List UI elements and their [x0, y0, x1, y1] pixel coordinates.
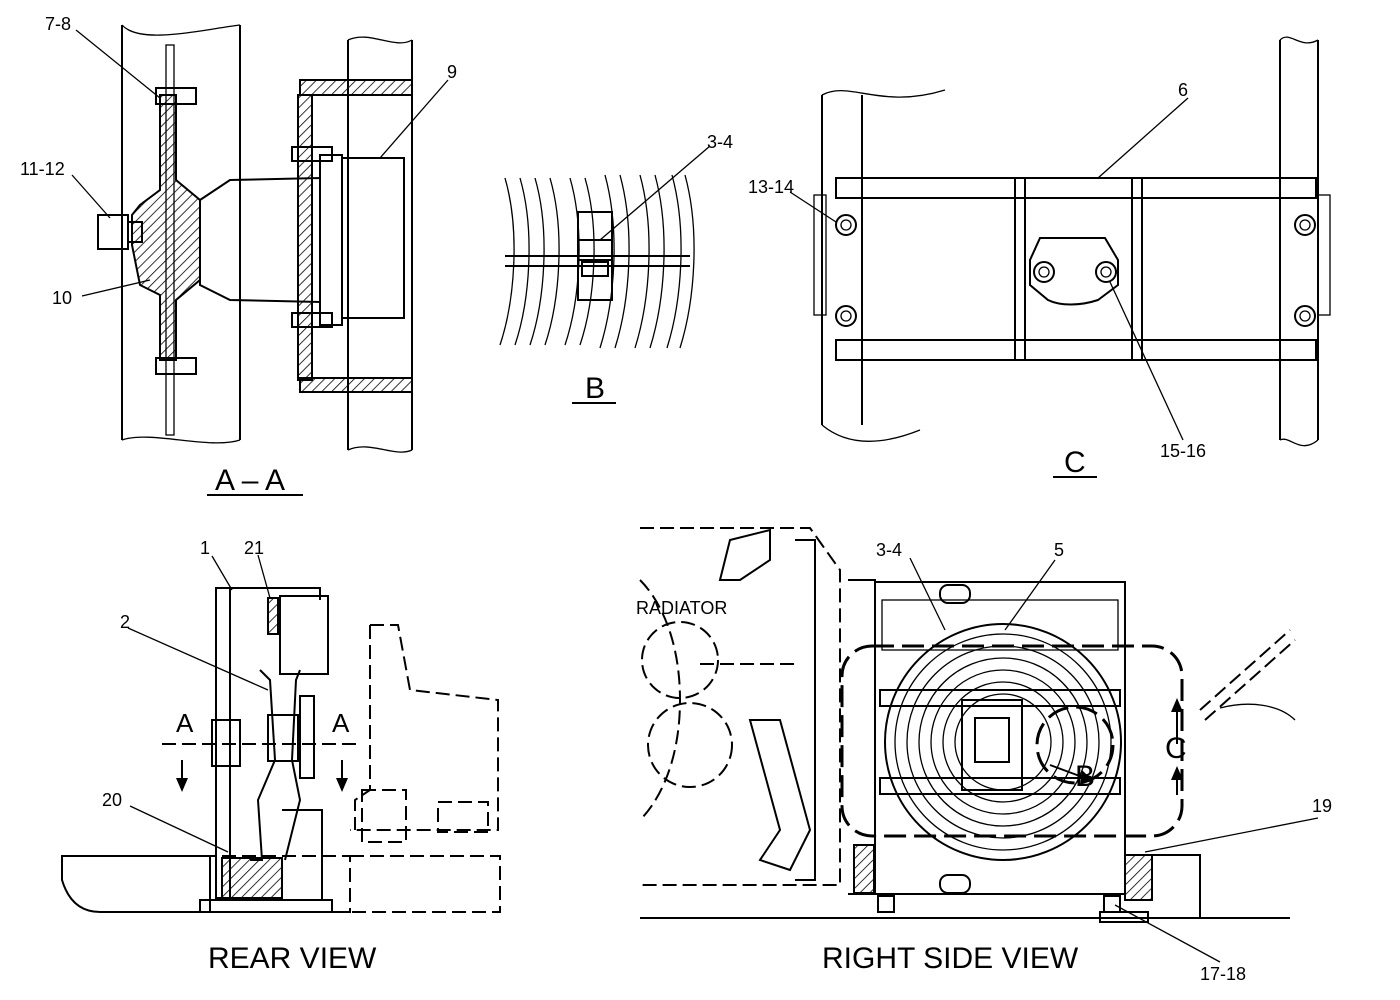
callout-side-19: 19: [1312, 796, 1332, 816]
callout-rear-20: 20: [102, 790, 122, 810]
section-b-label: B: [585, 372, 605, 405]
callout-side-3-4: 3-4: [876, 540, 902, 560]
section-arrow-a-right: A: [332, 708, 350, 738]
callout-11-12: 11-12: [20, 159, 65, 179]
detail-b-marker: B: [1075, 760, 1095, 793]
detail-c-marker: C: [1165, 732, 1187, 765]
callout-b-3-4: 3-4: [707, 132, 733, 152]
callout-side-5: 5: [1054, 540, 1064, 560]
right-side-view-drawing: [639, 527, 1296, 923]
callout-7-8: 7-8: [45, 14, 71, 34]
rear-view-drawing: [61, 587, 501, 913]
rear-view-title: REAR VIEW: [208, 942, 377, 975]
callout-rear-2: 2: [120, 612, 130, 632]
callout-rear-21: 21: [244, 538, 264, 558]
section-arrow-a-left: A: [176, 708, 194, 738]
callout-15-16: 15-16: [1160, 441, 1206, 461]
callout-9: 9: [447, 62, 457, 82]
callout-side-17-18: 17-18: [1200, 964, 1246, 984]
callout-10: 10: [52, 288, 72, 308]
right-side-view-title: RIGHT SIDE VIEW: [822, 942, 1079, 975]
section-b-drawing: [499, 174, 695, 349]
section-aa-drawing: [97, 24, 413, 453]
callout-6: 6: [1178, 80, 1188, 100]
section-c-label: C: [1064, 446, 1086, 479]
section-aa-label: A – A: [215, 464, 285, 497]
radiator-label: RADIATOR: [636, 598, 727, 618]
section-c-drawing: [813, 36, 1331, 447]
callout-rear-1: 1: [200, 538, 210, 558]
callout-13-14: 13-14: [748, 177, 794, 197]
